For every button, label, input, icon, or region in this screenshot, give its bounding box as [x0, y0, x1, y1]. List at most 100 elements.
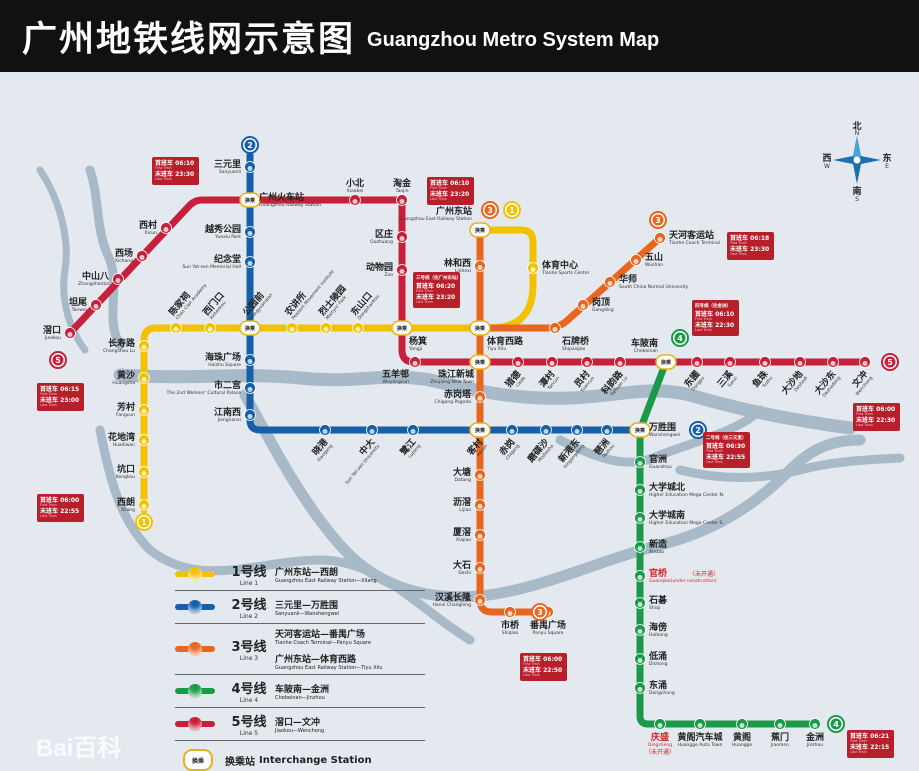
badge-inner [692, 424, 704, 436]
station-name-en: Taojin [395, 188, 409, 194]
station-dot-highlight [797, 361, 803, 366]
station-wanshengwei[interactable]: 换乘万胜围Wanshengwei [629, 421, 680, 438]
station-dot-highlight [477, 599, 483, 604]
station-dot-highlight [604, 429, 610, 434]
station-name-en: Guangzhou East Railway Station [399, 216, 472, 222]
station-qingsheng[interactable]: 庆盛（未开通）Qingsheng [645, 718, 675, 757]
river-middle-branch [555, 405, 765, 467]
station-guanqiao-under-construction-[interactable]: 官桥（未开通）Guanqiao(under construction) [634, 567, 720, 584]
station-name: 西村 [139, 219, 157, 231]
station-name-en: Sanyuanli [219, 169, 241, 175]
station-name-en: Dongchong [649, 690, 675, 696]
timetable-title: 二号线（往三元里） [706, 434, 747, 441]
station-dot-highlight [93, 304, 99, 309]
station-name: 番禺广场 [529, 619, 566, 631]
badge-inner [52, 354, 64, 366]
timetable-bg [37, 494, 84, 522]
station-name: 芳村 [117, 401, 135, 413]
station-dot-highlight [399, 269, 405, 274]
station-name: 坑口 [117, 463, 135, 475]
badge-number: 1 [141, 518, 147, 527]
station-dot-highlight [580, 304, 586, 309]
station-dot-highlight [323, 327, 329, 332]
station-name-en: Xichang [115, 258, 133, 264]
interchange-icon [391, 320, 413, 336]
station-tiyu-xilu[interactable]: 换乘 [469, 320, 491, 336]
station-yangji[interactable]: 换乘 [391, 320, 413, 336]
first-train-time: 首班车 06:00 [523, 655, 562, 663]
timetable-title: 三号线（往广州东站） [416, 274, 461, 281]
station-guangzhou-railway-station[interactable]: 换乘广州火车站Guangzhou Railway Station [239, 191, 321, 208]
station-dot-highlight [509, 429, 515, 434]
last-train-time: 末班车 22:30 [695, 321, 734, 329]
station-guangzhou-east-railway-station[interactable]: 换乘 [469, 222, 491, 238]
